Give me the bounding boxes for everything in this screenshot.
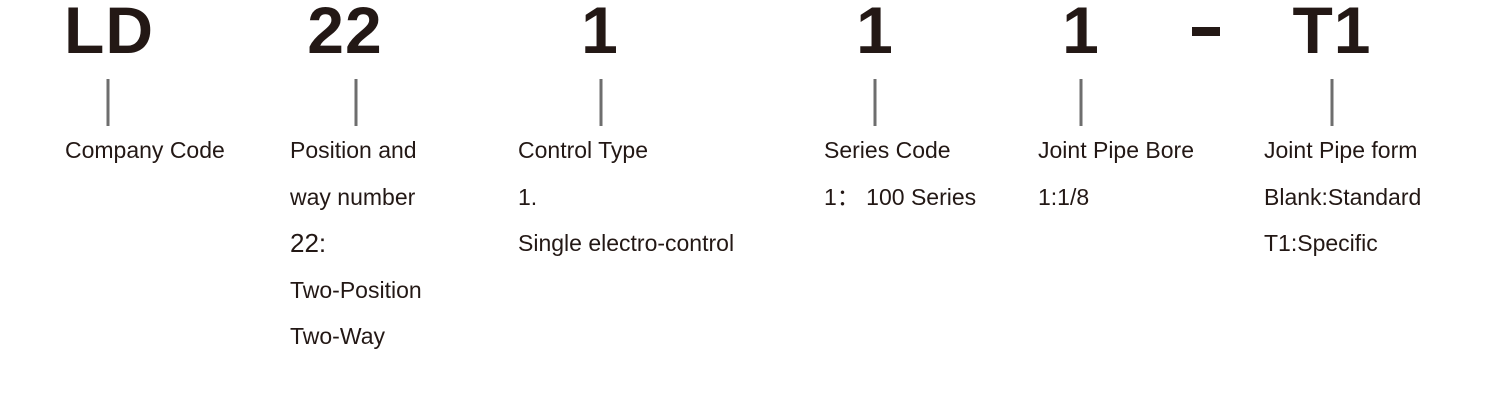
- column-line: Blank:Standard: [1264, 183, 1422, 210]
- column-line: 1:1/8: [1038, 183, 1090, 210]
- code-segment-position: 22: [307, 0, 383, 67]
- column-joint-pipe-bore: Joint Pipe Bore 1:1/8: [1038, 133, 1194, 226]
- code-separator-dash: [1192, 27, 1220, 36]
- code-segment-control: 1: [581, 0, 619, 67]
- code-segment-series: 1: [856, 0, 894, 67]
- connector-line-form: [1330, 79, 1334, 126]
- connector-line-bore: [1079, 79, 1083, 126]
- column-control-type: Control Type 1. Single electro-control: [518, 133, 734, 273]
- column-line: way number: [290, 183, 416, 210]
- column-position-way: Position and way number 22: Two-Position…: [290, 133, 422, 366]
- column-title: Joint Pipe form: [1264, 137, 1418, 163]
- column-title: Control Type: [518, 137, 648, 163]
- column-title: Position and: [290, 137, 417, 163]
- column-line: 22:: [290, 228, 327, 258]
- column-title: Joint Pipe Bore: [1038, 137, 1194, 163]
- column-line: T1:Specific: [1264, 230, 1378, 256]
- code-segment-bore: 1: [1062, 0, 1100, 67]
- column-line: Two-Position: [290, 276, 422, 303]
- connector-line-series: [873, 79, 877, 126]
- column-joint-pipe-form: Joint Pipe form Blank:Standard T1:Specif…: [1264, 133, 1421, 273]
- connector-line-position: [354, 79, 358, 126]
- column-line: 1： 100 Series: [824, 183, 977, 210]
- column-title: Company Code: [65, 137, 225, 163]
- connector-line-company: [106, 79, 110, 126]
- column-line: Two-Way: [290, 323, 385, 349]
- column-company-code: Company Code: [65, 133, 225, 180]
- code-segment-form: T1: [1292, 0, 1372, 67]
- column-line: Single electro-control: [518, 230, 735, 256]
- code-segment-company: LD: [64, 0, 154, 67]
- column-series-code: Series Code 1： 100 Series: [824, 133, 976, 226]
- column-line: 1.: [518, 183, 538, 210]
- column-title: Series Code: [824, 137, 951, 163]
- connector-line-control: [599, 79, 603, 126]
